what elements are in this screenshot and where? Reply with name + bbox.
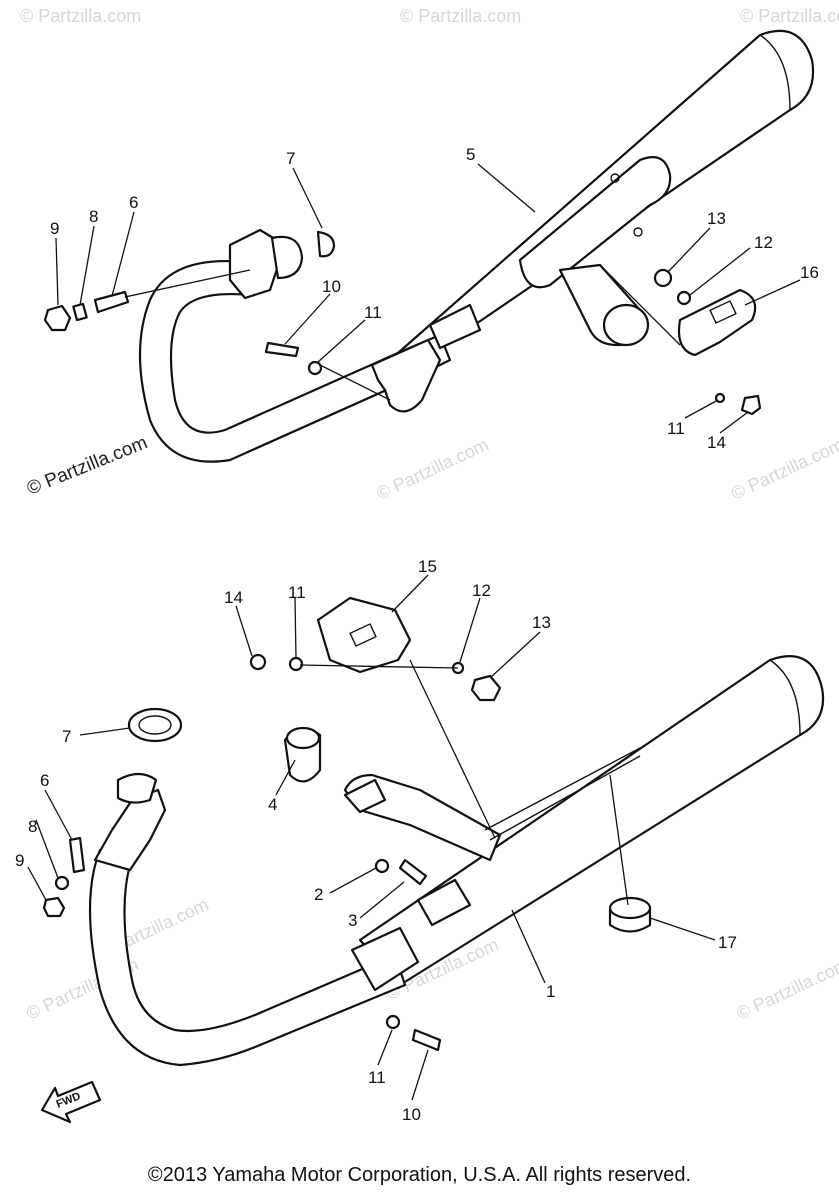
upper-leaders: [55, 163, 801, 434]
muffler-band-lower: [350, 926, 420, 992]
bolt-3-lower: [398, 858, 428, 886]
callout-9: 9: [50, 219, 59, 238]
watermark: © Partzilla.com: [740, 6, 839, 26]
washer-2-lower: [374, 858, 390, 874]
callout-17: 17: [718, 933, 737, 952]
washer-11b-lower: [385, 1014, 401, 1030]
watermark-primary: © Partzilla.com: [24, 432, 151, 499]
callout-10: 10: [322, 277, 341, 296]
washer-upper: [72, 302, 88, 322]
bolt-14-upper: [740, 394, 762, 416]
bolt-10-lower: [411, 1028, 442, 1052]
callout-14: 14: [224, 588, 243, 607]
washer-11-upper: [307, 360, 323, 376]
watermark: © Partzilla.com: [373, 434, 491, 503]
callout-5: 5: [466, 145, 475, 164]
callout-13: 13: [532, 613, 551, 632]
callout-11: 11: [368, 1068, 386, 1087]
callout-11: 11: [364, 303, 382, 322]
watermark: © Partzilla.com: [728, 434, 839, 503]
arrow-icon: [40, 1080, 102, 1124]
callout-8: 8: [89, 207, 98, 226]
exhaust-pipe-lower: [88, 848, 407, 1067]
washer-12-upper: [676, 290, 692, 306]
bolt-10-upper: [264, 341, 300, 358]
callout-1: 1: [546, 982, 555, 1001]
callout-2: 2: [314, 885, 323, 904]
washer-lower: [54, 875, 70, 891]
callout-12: 12: [472, 581, 491, 600]
muffler-lower: [358, 655, 825, 987]
stud-bolt-lower: [68, 836, 86, 874]
heat-shield-upper: [518, 156, 672, 289]
callout-16: 16: [800, 263, 819, 282]
nut-13-upper: [653, 268, 673, 288]
watermark: © Partzilla.com: [20, 6, 141, 26]
washer-11a-lower: [288, 656, 304, 672]
callout-12: 12: [754, 233, 773, 252]
callout-6: 6: [40, 771, 49, 790]
lower-assembly: [42, 596, 825, 1067]
callout-7: 7: [286, 149, 295, 168]
callout-8: 8: [28, 817, 37, 836]
upper-assembly: [43, 29, 815, 463]
bracket-lower: [316, 596, 412, 674]
stud-bolt-upper: [93, 290, 130, 314]
callout-6: 6: [129, 193, 138, 212]
upper-callouts: 9 8 6 7 5 10 11 13 12 16 11 14: [50, 145, 819, 452]
callout-14: 14: [707, 433, 726, 452]
lower-callouts: 14 11 15 12 13 7 6 8 9 4 2 3 1 17 11 10: [15, 557, 737, 1124]
nut-13-lower: [470, 674, 502, 702]
callout-3: 3: [348, 911, 357, 930]
pipe-flange-upper: [228, 228, 287, 300]
gasket-lower: [127, 707, 183, 743]
gasket-upper: [316, 230, 336, 258]
pipe-clamp-upper: [370, 338, 442, 413]
lower-leaders: [27, 574, 716, 1101]
nut-lower: [42, 896, 66, 918]
nut-upper: [43, 304, 72, 332]
callout-10: 10: [402, 1105, 421, 1124]
callout-15: 15: [418, 557, 437, 576]
callout-4: 4: [268, 795, 277, 814]
callout-13: 13: [707, 209, 726, 228]
callout-9: 9: [15, 851, 24, 870]
watermark: © Partzilla.com: [400, 6, 521, 26]
pipe-flange-lower: [93, 788, 167, 872]
callout-7: 7: [62, 727, 71, 746]
callout-11: 11: [288, 583, 306, 602]
copyright-notice: ©2013 Yamaha Motor Corporation, U.S.A. A…: [147, 1164, 692, 1186]
forward-direction-marker: FWD: [40, 1080, 102, 1124]
watermark: © Partzilla.com: [733, 954, 839, 1023]
callout-11: 11: [667, 419, 685, 438]
bolt-14-lower: [249, 653, 267, 671]
